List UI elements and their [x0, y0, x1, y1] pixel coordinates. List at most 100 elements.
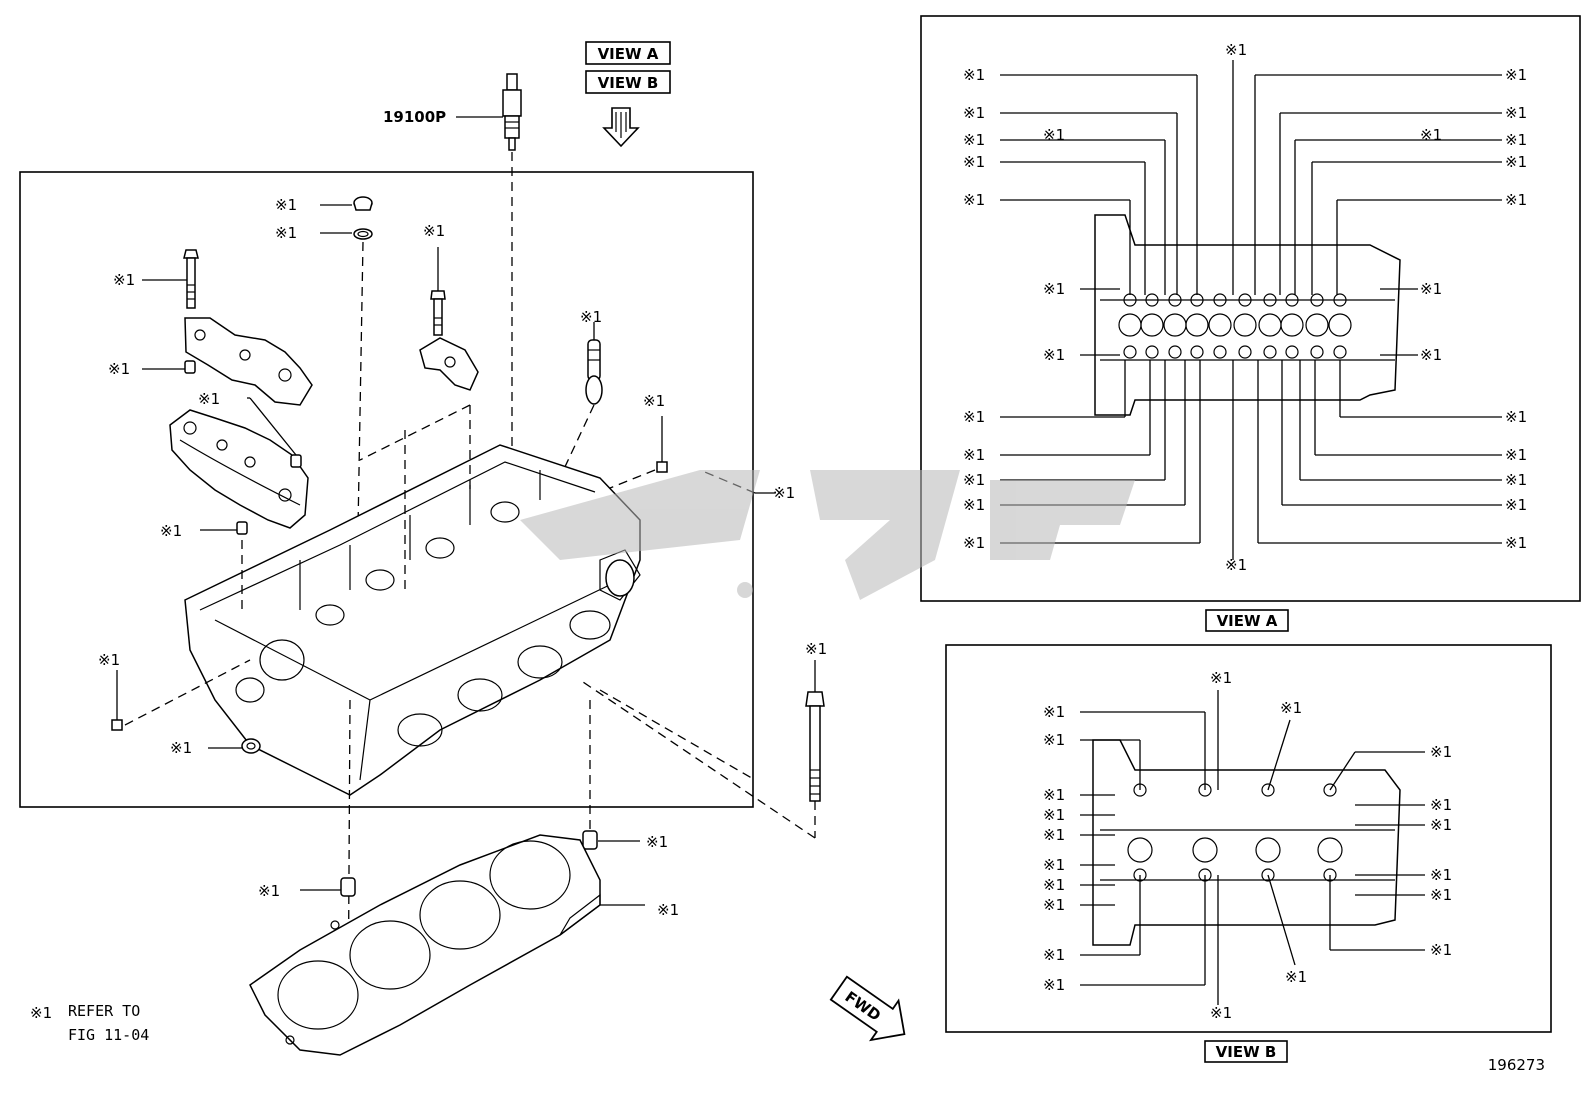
refer-callout[interactable]: ※1 — [1430, 941, 1452, 959]
view-b-leaders — [1080, 690, 1425, 1005]
view-a-frame — [920, 15, 1581, 602]
camshaft-bearing-cap-bolt[interactable] — [183, 249, 199, 309]
refer-callout[interactable]: ※1 — [198, 390, 220, 408]
refer-callout[interactable]: ※1 — [1210, 1004, 1232, 1022]
bearing-cap[interactable] — [419, 337, 479, 391]
refer-callout[interactable]: ※1 — [98, 651, 120, 669]
refer-callout[interactable]: ※1 — [646, 833, 668, 851]
dowel-pin[interactable] — [582, 830, 598, 850]
refer-callout[interactable]: ※1 — [643, 392, 665, 410]
refer-callout[interactable]: ※1 — [963, 496, 985, 514]
bolt-hole — [1238, 293, 1252, 307]
refer-callout[interactable]: ※1 — [1043, 703, 1065, 721]
camshaft-bearing-cap[interactable] — [184, 317, 313, 406]
refer-callout[interactable]: ※1 — [1505, 191, 1527, 209]
refer-callout[interactable]: ※1 — [963, 534, 985, 552]
refer-callout[interactable]: ※1 — [1505, 153, 1527, 171]
cap[interactable] — [353, 196, 373, 211]
refer-callout[interactable]: ※1 — [963, 408, 985, 426]
seal-ring[interactable] — [241, 738, 261, 754]
bolt-hole — [1261, 868, 1275, 882]
refer-callout[interactable]: ※1 — [1225, 41, 1247, 59]
bolt-hole — [1323, 783, 1337, 797]
refer-callout[interactable]: ※1 — [1043, 806, 1065, 824]
refer-callout[interactable]: ※1 — [1420, 346, 1442, 364]
refer-callout[interactable]: ※1 — [963, 131, 985, 149]
refer-callout[interactable]: ※1 — [1043, 876, 1065, 894]
dowel-pin[interactable] — [184, 360, 196, 374]
refer-callout[interactable]: ※1 — [963, 66, 985, 84]
refer-callout[interactable]: ※1 — [1430, 796, 1452, 814]
refer-callout[interactable]: ※1 — [963, 104, 985, 122]
refer-callout[interactable]: ※1 — [1043, 786, 1065, 804]
cylinder-head[interactable] — [184, 444, 641, 796]
bolt-hole — [1328, 313, 1352, 337]
refer-callout[interactable]: ※1 — [1043, 126, 1065, 144]
refer-callout[interactable]: ※1 — [275, 196, 297, 214]
bolt-hole — [1145, 345, 1159, 359]
refer-callout[interactable]: ※1 — [423, 222, 445, 240]
cylinder-head-gasket[interactable] — [249, 834, 601, 1056]
bolt-hole — [1317, 837, 1343, 863]
refer-callout[interactable]: ※1 — [1043, 946, 1065, 964]
refer-callout[interactable]: ※1 — [1285, 968, 1307, 986]
refer-callout[interactable]: ※1 — [1043, 731, 1065, 749]
refer-callout[interactable]: ※1 — [773, 484, 795, 502]
plug[interactable] — [111, 719, 123, 731]
refer-callout[interactable]: ※1 — [1505, 408, 1527, 426]
refer-callout[interactable]: ※1 — [1043, 856, 1065, 874]
refer-callout[interactable]: ※1 — [1280, 699, 1302, 717]
stud[interactable] — [585, 339, 603, 405]
refer-callout[interactable]: ※1 — [113, 271, 135, 289]
refer-callout[interactable]: ※1 — [1420, 126, 1442, 144]
refer-callout[interactable]: ※1 — [1043, 976, 1065, 994]
refer-callout[interactable]: ※1 — [963, 471, 985, 489]
refer-callout[interactable]: ※1 — [1505, 534, 1527, 552]
bearing-cap-bolt[interactable] — [430, 290, 446, 336]
spark-plug-part-number[interactable]: 19100P — [383, 108, 446, 126]
assembly-line — [359, 404, 471, 461]
refer-callout[interactable]: ※1 — [657, 901, 679, 919]
refer-callout[interactable]: ※1 — [1430, 886, 1452, 904]
refer-callout[interactable]: ※1 — [963, 446, 985, 464]
refer-callout[interactable]: ※1 — [1505, 104, 1527, 122]
refer-callout[interactable]: ※1 — [1505, 471, 1527, 489]
dowel-pin[interactable] — [340, 877, 356, 897]
camshaft-housing[interactable] — [169, 409, 309, 529]
refer-callout[interactable]: ※1 — [275, 224, 297, 242]
refer-callout[interactable]: ※1 — [963, 153, 985, 171]
refer-callout[interactable]: ※1 — [1505, 131, 1527, 149]
refer-callout[interactable]: ※1 — [108, 360, 130, 378]
refer-callout[interactable]: ※1 — [160, 522, 182, 540]
refer-callout[interactable]: ※1 — [1043, 826, 1065, 844]
refer-callout[interactable]: ※1 — [1430, 743, 1452, 761]
cylinder-head-bolt[interactable] — [805, 691, 825, 802]
bolt-hole — [1305, 313, 1329, 337]
dowel-pin[interactable] — [236, 521, 248, 535]
view-a-tag[interactable]: VIEW A — [585, 41, 671, 65]
refer-callout[interactable]: ※1 — [1430, 816, 1452, 834]
bolt-hole — [1280, 313, 1304, 337]
washer[interactable] — [353, 228, 373, 240]
refer-callout[interactable]: ※1 — [1430, 866, 1452, 884]
plug[interactable] — [656, 461, 668, 473]
refer-callout[interactable]: ※1 — [580, 308, 602, 326]
refer-callout[interactable]: ※1 — [1505, 446, 1527, 464]
refer-callout[interactable]: ※1 — [963, 191, 985, 209]
refer-callout[interactable]: ※1 — [1043, 896, 1065, 914]
view-a-caption[interactable]: VIEW A — [1205, 609, 1289, 632]
refer-callout[interactable]: ※1 — [805, 640, 827, 658]
refer-callout[interactable]: ※1 — [1210, 669, 1232, 687]
refer-callout[interactable]: ※1 — [1505, 66, 1527, 84]
dowel-pin[interactable] — [290, 454, 302, 468]
refer-callout[interactable]: ※1 — [1043, 280, 1065, 298]
refer-callout[interactable]: ※1 — [170, 739, 192, 757]
view-b-tag[interactable]: VIEW B — [585, 70, 671, 94]
refer-callout[interactable]: ※1 — [1420, 280, 1442, 298]
refer-callout[interactable]: ※1 — [1505, 496, 1527, 514]
view-b-caption[interactable]: VIEW B — [1204, 1040, 1288, 1063]
refer-callout[interactable]: ※1 — [1225, 556, 1247, 574]
spark-plug[interactable] — [502, 73, 522, 151]
refer-callout[interactable]: ※1 — [1043, 346, 1065, 364]
refer-callout[interactable]: ※1 — [258, 882, 280, 900]
